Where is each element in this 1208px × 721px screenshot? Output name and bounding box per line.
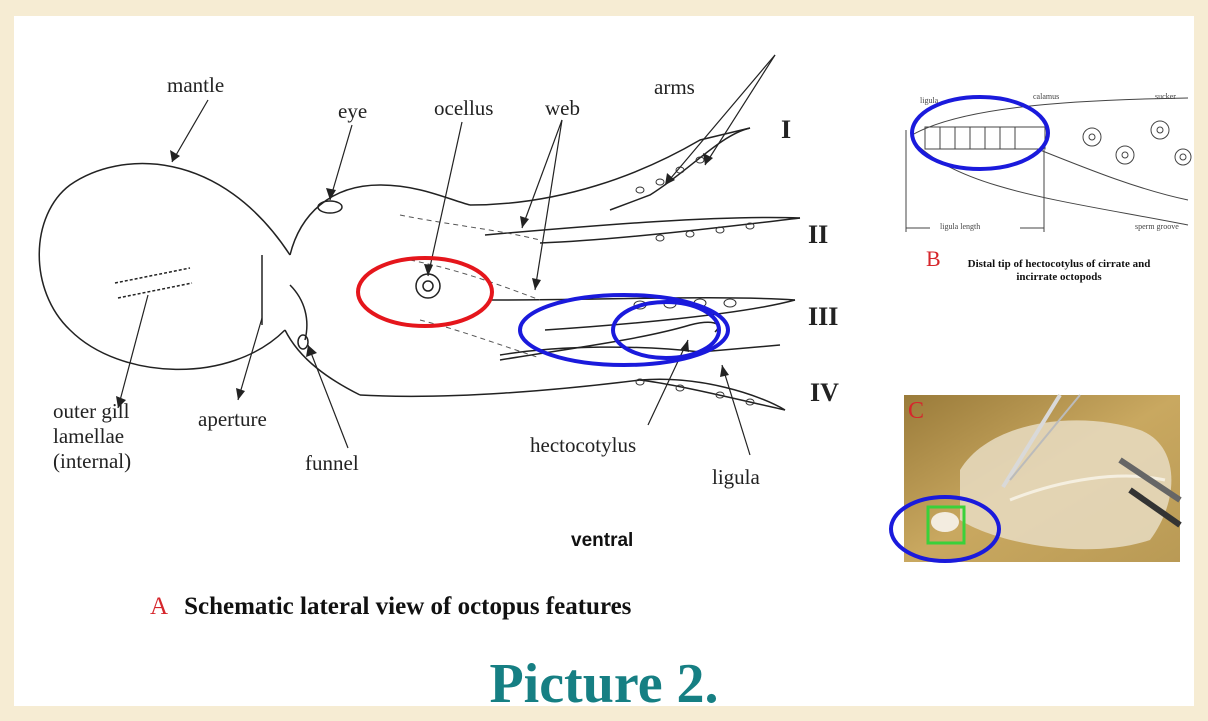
slide-title: Picture 2. <box>0 652 1208 716</box>
arm-numeral-ii: II <box>808 220 828 250</box>
label-ventral: ventral <box>571 530 633 552</box>
arm-numeral-i: I <box>781 115 791 145</box>
label-arms: arms <box>654 75 695 100</box>
ocellus-highlight <box>358 258 492 326</box>
web-lines <box>400 215 540 358</box>
panel-b-caption-line-1: Distal tip of hectocotylus of cirrate an… <box>928 258 1190 271</box>
panel-a-caption-text: Schematic lateral view of octopus featur… <box>184 593 631 620</box>
arrowheads <box>116 150 729 408</box>
b-label-ligula: ligula <box>920 96 938 105</box>
panel-b-caption-line-2: incirrate octopods <box>928 271 1190 284</box>
panel-b-caption: B Distal tip of hectocotylus of cirrate … <box>928 258 1190 284</box>
label-web: web <box>545 96 580 121</box>
b-label-sucker: sucker <box>1155 92 1176 101</box>
label-hectocotylus: hectocotylus <box>530 433 636 458</box>
label-funnel: funnel <box>305 451 359 476</box>
label-mantle: mantle <box>167 73 224 98</box>
b-label-calamus: calamus <box>1033 92 1059 101</box>
panel-a-caption: A Schematic lateral view of octopus featu… <box>150 593 631 621</box>
panel-a-letter: A <box>150 593 168 620</box>
panel-b-letter: B <box>926 252 941 265</box>
panel-c-letter: C <box>908 398 924 425</box>
label-outer-gill-2: lamellae <box>53 424 124 449</box>
label-eye: eye <box>338 99 367 124</box>
label-outer-gill-3: (internal) <box>53 449 131 474</box>
b-label-ligula-length: ligula length <box>940 222 980 231</box>
panel-b-ligula-highlight <box>912 97 1048 169</box>
label-outer-gill-1: outer gill <box>53 399 129 424</box>
label-ligula: ligula <box>712 465 760 490</box>
octopus-body <box>39 128 800 410</box>
label-ocellus: ocellus <box>434 96 493 121</box>
arm-numeral-iv: IV <box>810 378 839 408</box>
arm-numeral-iii: III <box>808 302 838 332</box>
label-aperture: aperture <box>198 407 267 432</box>
b-label-sperm-groove: sperm groove <box>1135 222 1179 231</box>
